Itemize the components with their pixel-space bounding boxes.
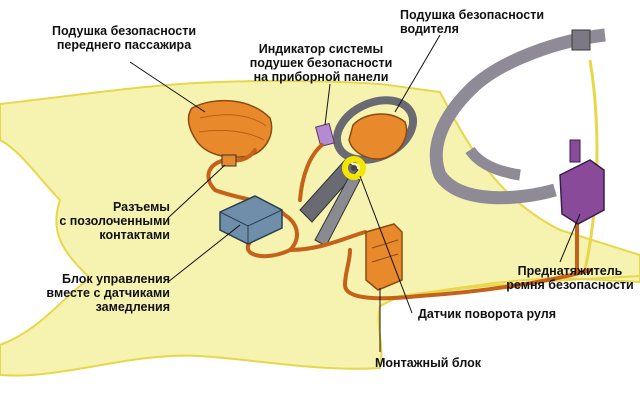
steering-column xyxy=(299,159,359,223)
label-passenger-airbag-line-2: переднего пассажира xyxy=(56,38,192,52)
seat-belt-lower xyxy=(465,146,521,181)
seat-belt xyxy=(429,28,606,205)
wiring-harness xyxy=(206,143,592,301)
leader-lines xyxy=(129,34,581,352)
label-passenger-airbag: Подушка безопасности переднего пассажира xyxy=(18,24,230,52)
label-control-unit-line-3: замедления xyxy=(95,300,170,314)
label-pretensioner: Преднатяжитель ремня безопасности xyxy=(500,264,640,292)
label-steering-sensor: Датчик поворота руля xyxy=(418,307,556,321)
label-steering-sensor-line-1: Датчик поворота руля xyxy=(418,307,556,321)
label-connectors: Разъемы с позолоченными контактами xyxy=(30,200,170,242)
label-pretensioner-line-2: ремня безопасности xyxy=(506,278,634,292)
dashboard-indicator xyxy=(315,122,335,148)
door-pillar xyxy=(583,59,599,271)
label-connectors-line-1: Разъемы xyxy=(112,200,170,214)
label-driver-airbag-line-1: Подушка безопасности xyxy=(400,8,545,22)
label-control-unit-line-2: вместе с датчиками xyxy=(46,286,170,300)
label-control-unit: Блок управления вместе с датчиками замед… xyxy=(20,272,170,314)
label-indicator-line-2: подушек безопасности xyxy=(249,56,393,70)
connector xyxy=(221,154,237,167)
belt-anchor xyxy=(571,29,591,51)
car-body-outline xyxy=(0,80,640,377)
pretensioner xyxy=(559,159,605,225)
label-passenger-airbag-line-1: Подушка безопасности xyxy=(51,24,197,38)
label-connectors-line-3: контактами xyxy=(99,228,170,242)
label-mounting-block: Монтажный блок xyxy=(375,356,481,370)
control-unit xyxy=(219,195,283,245)
driver-airbag xyxy=(348,113,408,160)
label-indicator-line-1: Индикатор системы xyxy=(258,42,384,56)
label-pretensioner-line-1: Преднатяжитель xyxy=(517,264,623,278)
label-connectors-line-2: с позолоченными xyxy=(59,214,170,228)
steering-sensor xyxy=(342,156,366,180)
mounting-block xyxy=(365,223,403,291)
label-mounting-block-line-1: Монтажный блок xyxy=(375,356,481,370)
label-driver-airbag-line-2: водителя xyxy=(400,22,459,36)
label-control-unit-line-1: Блок управления xyxy=(62,272,170,286)
label-driver-airbag: Подушка безопасности водителя xyxy=(400,8,544,36)
label-indicator-line-3: на приборной панели xyxy=(253,70,389,84)
label-indicator: Индикатор системы подушек безопасности н… xyxy=(236,42,406,84)
